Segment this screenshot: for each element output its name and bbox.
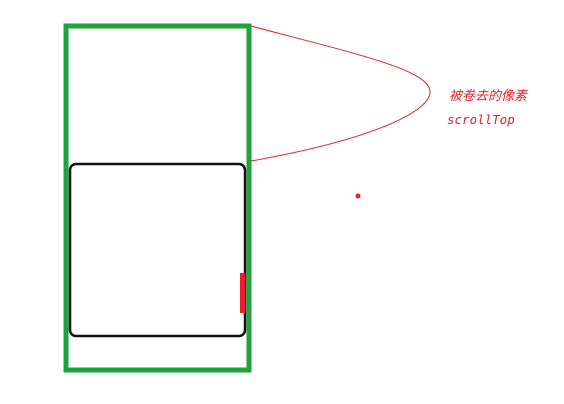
viewport-outline — [68, 162, 247, 338]
scrollbar-thumb — [240, 273, 245, 313]
document-outline — [63, 23, 252, 373]
annotation-label-scrolltop: scrollTop — [447, 112, 515, 127]
scrolltop-indicator-curve — [250, 25, 431, 162]
red-dot — [355, 193, 361, 199]
annotation-label-chinese: 被卷去的像素 — [449, 89, 528, 104]
